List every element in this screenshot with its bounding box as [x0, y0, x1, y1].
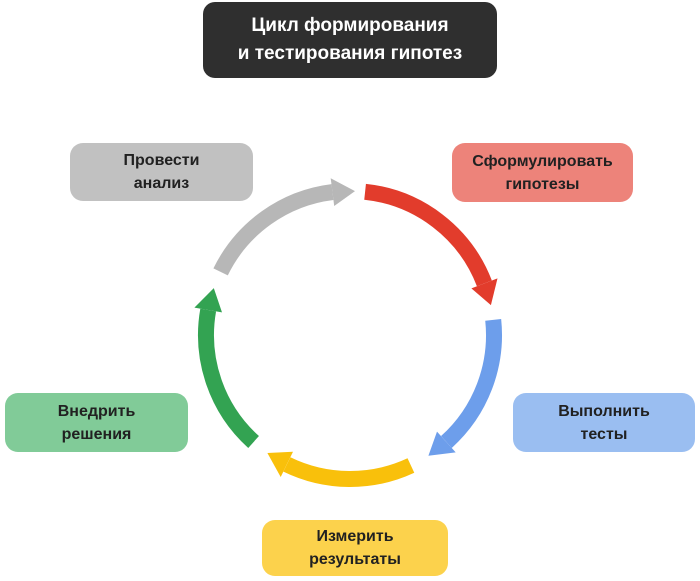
step-label-line: Измерить	[316, 528, 394, 545]
diagram-title: Цикл формирования и тестирования гипотез	[203, 2, 497, 78]
step-label-line: гипотезы	[505, 175, 580, 193]
step-box-measure-results: Измерить результаты	[262, 520, 448, 576]
step-box-run-tests: Выполнить тесты	[513, 393, 695, 452]
step-label-line: результаты	[309, 551, 401, 568]
cycle-arc-formulate-hypotheses	[364, 183, 492, 287]
title-line-2: и тестирования гипотез	[237, 43, 463, 64]
cycle-arrowhead-formulate-hypotheses	[471, 278, 498, 306]
step-box-formulate-hypotheses: Сформулировать гипотезы	[452, 143, 633, 202]
title-line-1: Цикл формирования	[251, 15, 449, 36]
cycle-arc-run-tests	[440, 319, 502, 448]
step-label-line: решения	[61, 425, 132, 443]
step-label-line: Провести	[123, 152, 200, 169]
step-box-implement-solutions: Внедрить решения	[5, 393, 188, 452]
cycle-arrowhead-implement-solutions	[194, 288, 222, 313]
step-label-line: анализ	[133, 175, 190, 192]
step-label-line: Внедрить	[57, 402, 136, 420]
step-label-line: Выполнить	[558, 402, 650, 420]
step-label-line: тесты	[580, 425, 628, 443]
cycle-arrowhead-measure-results	[267, 451, 293, 477]
cycle-arc-conduct-analysis	[213, 184, 334, 276]
step-label-line: Сформулировать	[472, 152, 613, 170]
step-box-conduct-analysis: Провести анализ	[70, 143, 253, 201]
cycle-arrowhead-conduct-analysis	[330, 178, 355, 206]
cycle-arc-measure-results	[283, 457, 415, 487]
cycle-arc-implement-solutions	[198, 308, 260, 448]
cycle-arrowhead-run-tests	[428, 431, 456, 456]
